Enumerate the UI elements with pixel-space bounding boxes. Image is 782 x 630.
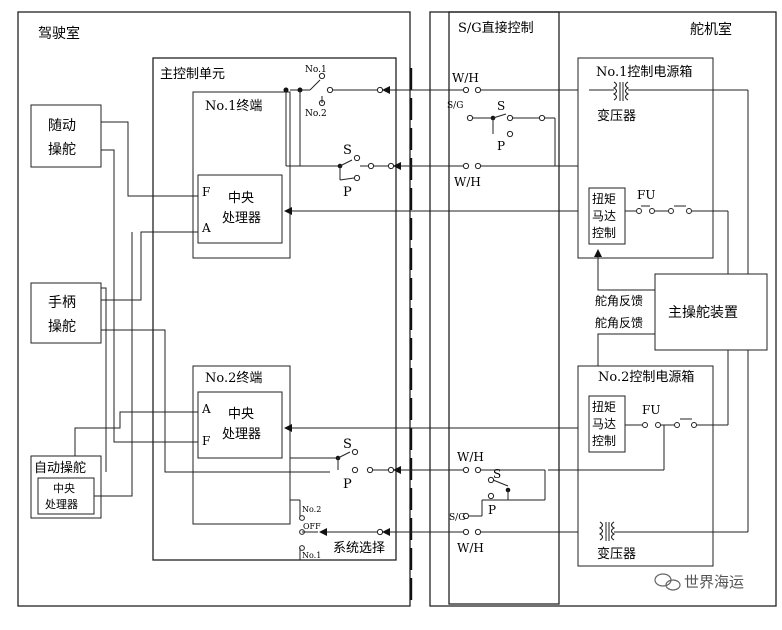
signal-lines bbox=[284, 86, 592, 536]
power-box2-torque-motor-box bbox=[588, 395, 626, 453]
rudder-feedback-1: 舵角反馈 bbox=[595, 293, 643, 308]
hand-lever-line2: 操舵 bbox=[48, 319, 76, 335]
terminal1-switch-s: S bbox=[343, 143, 352, 158]
power-box1-title: No.1控制电源箱 bbox=[596, 64, 692, 80]
sg-panel-p-2: P bbox=[488, 503, 496, 517]
sg-panel-wh-4: W/H bbox=[457, 541, 484, 555]
autopilot-cpu-line1: 中央 bbox=[53, 482, 75, 495]
power-box2-title: No.2控制电源箱 bbox=[598, 369, 694, 385]
power-box2-torque-line2: 马达 bbox=[592, 417, 616, 431]
steering-gear-room-label: 舵机室 bbox=[690, 21, 732, 38]
terminal2-cpu-line2: 处理器 bbox=[222, 427, 261, 442]
system-select-label: 系统选择 bbox=[333, 541, 385, 556]
system-select-no2: No.2 bbox=[302, 505, 321, 514]
terminal1-selector bbox=[283, 72, 384, 166]
terminal1-port-a: A bbox=[201, 221, 211, 235]
system-select-off: OFF bbox=[303, 522, 321, 531]
bridge-input-wiring bbox=[74, 121, 330, 497]
power-box1-transformer: 变压器 bbox=[597, 108, 636, 124]
sg-panel-wh-3: W/H bbox=[457, 450, 484, 464]
terminal2-port-f: F bbox=[202, 434, 210, 448]
system-select-switch bbox=[290, 499, 384, 560]
terminal1-selector-no1: No.1 bbox=[305, 65, 327, 75]
follow-up-line1: 随动 bbox=[48, 118, 76, 134]
power-box2-fuse-icon bbox=[578, 350, 729, 471]
terminal1-cpu-box bbox=[197, 174, 283, 244]
sg-panel-sg-2: S/G bbox=[449, 513, 465, 523]
terminal2-sp-switch bbox=[290, 448, 395, 474]
main-steering-unit-label: 主操舵装置 bbox=[668, 305, 738, 321]
terminal1-cpu-line2: 处理器 bbox=[222, 211, 261, 226]
terminal2-switch-s: S bbox=[343, 437, 352, 452]
sg-panel-p-1: P bbox=[497, 139, 505, 153]
terminal1-selector-no2: No.2 bbox=[305, 109, 327, 119]
power-box1-transformer-icon bbox=[589, 81, 748, 101]
bridge-label: 驾驶室 bbox=[38, 25, 80, 42]
terminal1-sp-switch bbox=[286, 154, 395, 182]
autopilot-cpu-box bbox=[37, 477, 95, 515]
terminal2-cpu-box bbox=[197, 391, 283, 459]
follow-up-steering-box bbox=[30, 104, 102, 168]
sg-direct-label: S/G直接控制 bbox=[458, 20, 534, 36]
power-box1-torque-line3: 控制 bbox=[592, 226, 616, 240]
power-box2-torque-line3: 控制 bbox=[592, 434, 616, 448]
terminal2-port-a: A bbox=[201, 402, 211, 416]
terminal2-cpu-line1: 中央 bbox=[228, 407, 254, 422]
main-control-unit-label: 主控制单元 bbox=[160, 67, 225, 82]
power-box2-torque-line1: 扭矩 bbox=[592, 400, 616, 414]
sg-panel-lower bbox=[462, 466, 546, 536]
sg-direct-zone bbox=[448, 11, 560, 605]
follow-up-line2: 操舵 bbox=[48, 142, 76, 158]
terminal2-title: No.2终端 bbox=[205, 370, 262, 386]
system-select-no1: No.1 bbox=[302, 551, 321, 560]
sg-panel-s-1: S bbox=[497, 99, 505, 113]
terminal1-cpu-line1: 中央 bbox=[228, 191, 254, 206]
power-box1-torque-motor-box bbox=[588, 187, 626, 245]
wechat-icon bbox=[654, 573, 681, 591]
terminal2-switch-p: P bbox=[343, 477, 352, 492]
power-box1-fuse: FU bbox=[637, 188, 655, 202]
watermark-text: 世界海运 bbox=[684, 573, 744, 591]
power-box1-torque-line2: 马达 bbox=[592, 209, 616, 223]
autopilot-cpu-line2: 处理器 bbox=[45, 498, 78, 511]
hand-lever-line1: 手柄 bbox=[48, 295, 76, 311]
terminal1-switch-p: P bbox=[343, 185, 352, 200]
terminal1-title: No.1终端 bbox=[205, 98, 262, 114]
sg-panel-s-2: S bbox=[493, 467, 501, 481]
feedback-arrow-1 bbox=[594, 249, 655, 291]
rudder-feedback-2: 舵角反馈 bbox=[595, 315, 643, 330]
sg-panel-upper bbox=[462, 86, 556, 170]
power-box1-torque-line1: 扭矩 bbox=[592, 192, 616, 206]
terminal1-port-f: F bbox=[202, 185, 210, 199]
steering-gear-room-zone bbox=[429, 11, 777, 607]
main-steering-unit-box bbox=[654, 273, 768, 351]
hand-lever-steering-box bbox=[30, 282, 102, 344]
power-box2-transformer-icon bbox=[598, 521, 748, 541]
power-box1-fuse-icon bbox=[625, 205, 729, 274]
main-control-unit-zone bbox=[152, 57, 397, 561]
sg-panel-wh-2: W/H bbox=[454, 175, 481, 189]
autopilot-label: 自动操舵 bbox=[34, 460, 86, 476]
sg-panel-wh-1: W/H bbox=[452, 71, 479, 85]
sg-panel-sg-1: S/G bbox=[447, 101, 463, 111]
power-box2-transformer: 变压器 bbox=[597, 546, 636, 562]
power-box2-fuse: FU bbox=[642, 403, 660, 417]
